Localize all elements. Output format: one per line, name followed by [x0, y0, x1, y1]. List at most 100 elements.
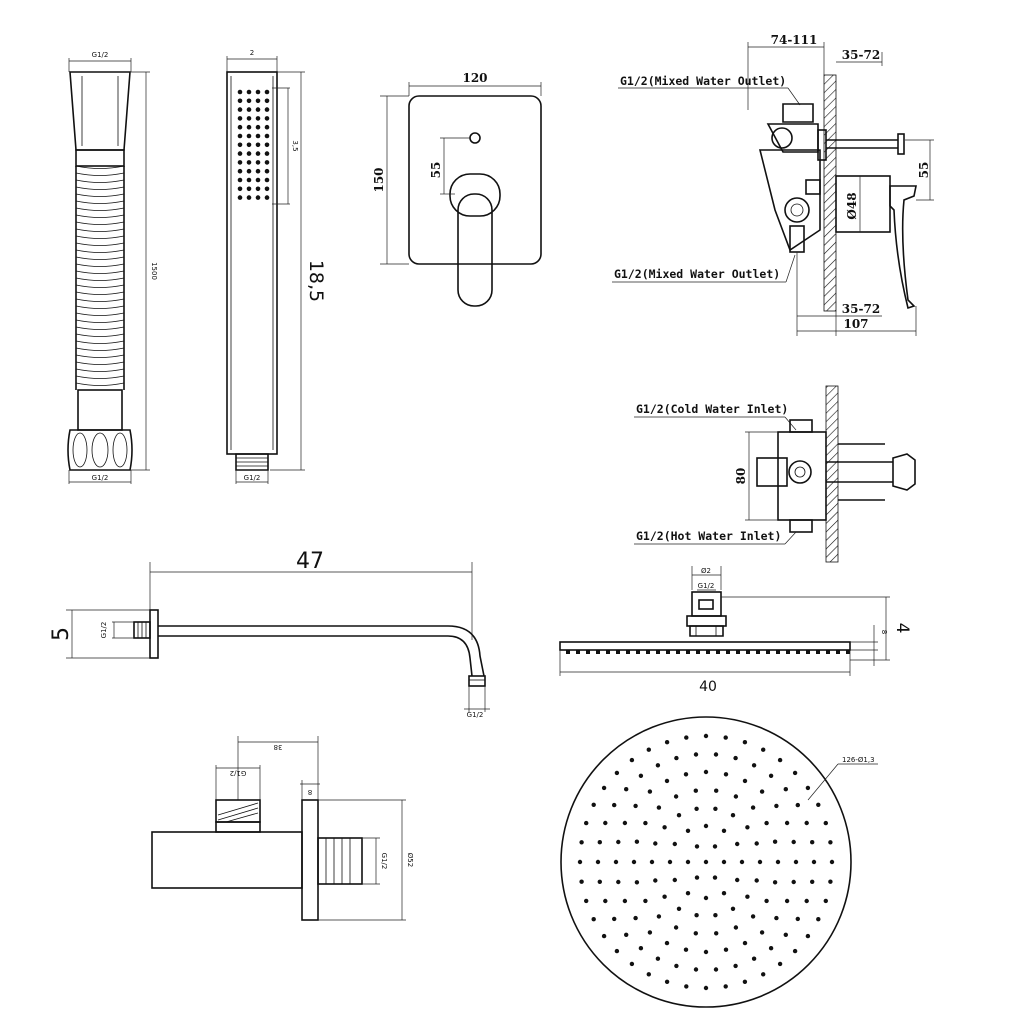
top-nozzle	[643, 898, 648, 904]
cold-inlet-label: G1/2(Cold Water Inlet)	[636, 402, 788, 416]
top-nozzle	[713, 806, 718, 811]
top-nozzle	[703, 985, 709, 991]
arm-wall-thread-label: G1/2	[100, 622, 108, 639]
head-plate-label: 8	[880, 630, 888, 634]
hose-coil	[75, 375, 125, 379]
top-nozzle	[754, 878, 759, 883]
spray-nozzle	[264, 124, 270, 130]
top-nozzle	[673, 925, 679, 930]
spray-nozzle	[237, 151, 243, 156]
top-nozzle	[792, 948, 798, 954]
valve-height-label: 80	[734, 468, 748, 485]
top-nozzle	[685, 891, 691, 896]
spray-nozzle	[237, 168, 243, 174]
hose-coil	[75, 228, 125, 232]
top-nozzle	[791, 839, 796, 845]
top-nozzle	[823, 820, 828, 826]
top-nozzle	[694, 875, 700, 880]
top-nozzle	[656, 914, 662, 919]
hose-coil	[75, 333, 125, 337]
top-nozzle	[672, 877, 677, 883]
spray-nozzle	[255, 151, 261, 156]
hose-coil	[75, 361, 125, 365]
spray-nozzle	[237, 124, 243, 130]
top-nozzle	[616, 839, 621, 845]
top-nozzle	[768, 946, 774, 951]
top-nozzle	[768, 773, 774, 778]
spray-nozzle	[237, 186, 243, 192]
hose-coil	[75, 284, 125, 288]
top-nozzle	[579, 840, 584, 845]
top-nozzle	[823, 898, 828, 904]
spray-nozzle	[255, 107, 261, 112]
top-nozzle	[828, 840, 833, 845]
top-nozzle	[664, 778, 670, 784]
head-side-nozzle	[816, 650, 820, 654]
hose-coils	[75, 165, 125, 390]
spray-nozzle	[255, 168, 261, 174]
top-nozzle	[667, 859, 673, 865]
spray-nozzle	[237, 177, 243, 183]
head-side-nozzle	[756, 650, 760, 654]
head-top-nozzles	[577, 733, 835, 991]
valve-outlet-top-label: G1/2(Mixed Water Outlet)	[620, 74, 786, 88]
valve-total-label: 107	[843, 317, 868, 331]
hose-coil	[75, 277, 125, 281]
head-side-nozzle	[696, 650, 700, 654]
hose-coil	[75, 207, 125, 211]
spray-nozzle	[246, 116, 252, 121]
top-nozzle	[723, 984, 728, 989]
top-nozzle	[634, 880, 640, 885]
top-nozzle	[754, 841, 759, 846]
top-nozzle	[793, 859, 799, 865]
top-nozzle	[674, 963, 679, 969]
top-nozzle	[784, 898, 790, 904]
hose-coil	[75, 291, 125, 295]
top-nozzle	[664, 740, 670, 745]
top-nozzle	[774, 915, 779, 921]
top-nozzle	[777, 757, 783, 763]
spray-nozzle	[246, 177, 252, 183]
elbow-wall-thread-label: G1/2	[380, 853, 388, 870]
top-nozzle	[733, 963, 738, 969]
head-thread-label: G1/2	[698, 582, 715, 590]
head-side-nozzle	[846, 650, 850, 654]
head-side-nozzle	[606, 650, 610, 654]
top-nozzle	[584, 820, 589, 826]
top-nozzle	[828, 879, 833, 884]
spray-nozzle	[264, 195, 270, 200]
top-nozzle	[713, 913, 718, 918]
top-nozzle	[795, 916, 800, 922]
top-nozzle	[745, 825, 750, 830]
top-nozzle	[774, 803, 779, 809]
top-nozzle	[591, 802, 596, 807]
spray-nozzle	[246, 186, 252, 192]
hose-coil	[75, 326, 125, 330]
handset-width-label: 2	[250, 49, 254, 57]
hose-coil	[75, 298, 125, 302]
top-nozzle	[629, 757, 635, 763]
top-nozzle	[805, 933, 811, 939]
handset-spray-label: 3,5	[291, 140, 299, 151]
top-nozzle	[757, 859, 763, 865]
head-side-nozzle	[746, 650, 750, 654]
head-side-nozzle	[566, 650, 570, 654]
spray-nozzle	[264, 168, 270, 174]
spray-nozzle	[246, 133, 252, 139]
plate-width-label: 120	[462, 71, 487, 85]
top-nozzle	[584, 898, 589, 904]
hand-shower-view: 2 3,5 18,5 G1/2	[226, 49, 327, 484]
mixer-face-plate-view: 120 150 55	[372, 71, 542, 307]
top-nozzle	[622, 820, 628, 826]
top-nozzle	[646, 747, 651, 752]
shower-arm-view: 47 5 G1/2 G1/2	[49, 549, 490, 719]
top-nozzle	[685, 859, 691, 865]
top-nozzle	[784, 820, 790, 826]
spray-nozzle	[246, 195, 252, 200]
top-nozzle	[685, 828, 691, 833]
top-nozzle	[703, 733, 709, 739]
spray-nozzle	[237, 195, 243, 200]
valve-wall-top-label: 35-72	[842, 48, 880, 62]
top-nozzle	[712, 875, 718, 880]
top-nozzle	[624, 932, 629, 937]
